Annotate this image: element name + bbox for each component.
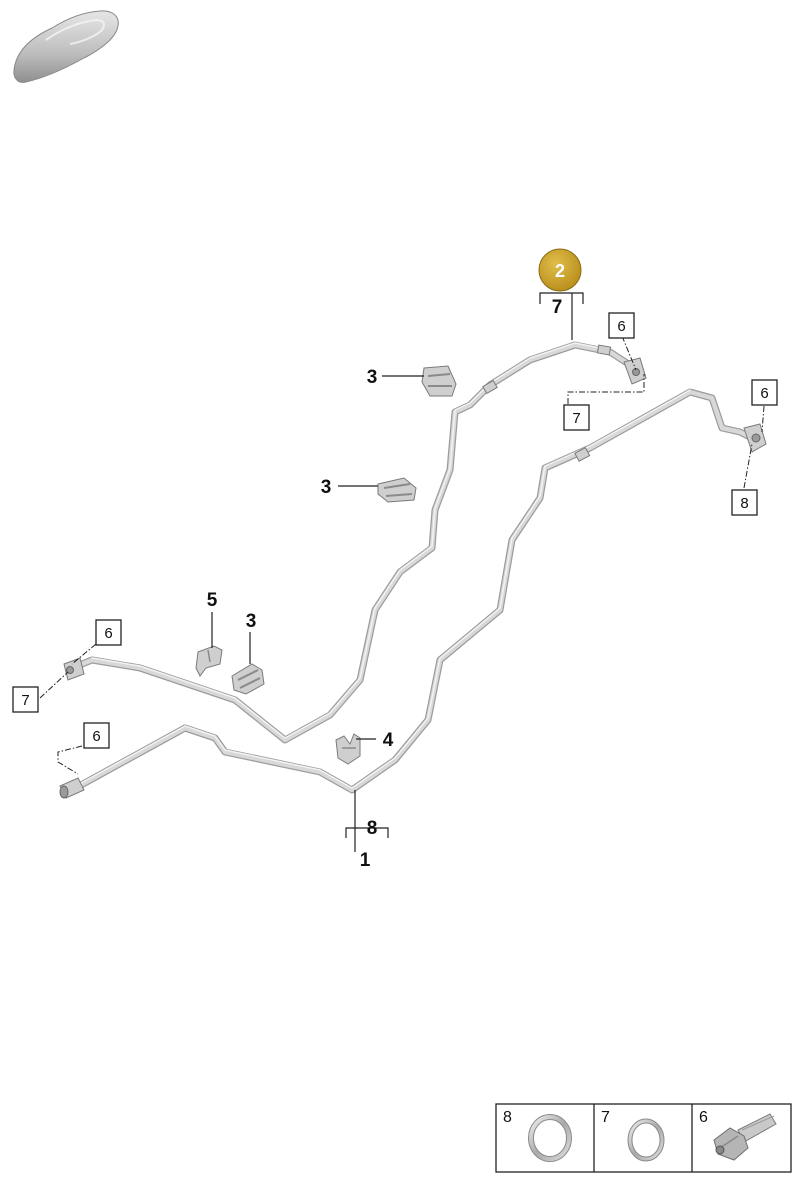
car-silhouette-icon (13, 10, 119, 83)
svg-text:6: 6 (760, 385, 768, 402)
box-6-left[interactable]: 6 (95, 619, 122, 646)
parts-legend: 8 7 6 (495, 1103, 792, 1173)
leader-lines (39, 292, 765, 852)
badge-label: 2 (555, 261, 565, 281)
svg-text:8: 8 (503, 1109, 512, 1126)
clip-3-middle (377, 477, 417, 503)
box-7-top[interactable]: 7 (563, 404, 590, 431)
legend-cell-7[interactable]: 7 (601, 1109, 665, 1162)
bracket-4 (335, 733, 361, 765)
legend-cell-6[interactable]: 6 (699, 1109, 777, 1161)
clip-3-upper (421, 365, 457, 397)
svg-text:6: 6 (92, 728, 100, 745)
callout-8-group: 8 (367, 818, 378, 839)
bracket-5 (195, 645, 223, 677)
legend-cell-8[interactable]: 8 (503, 1109, 572, 1162)
svg-text:6: 6 (104, 625, 112, 642)
box-6-bottom[interactable]: 6 (83, 722, 110, 749)
callout-3-middle: 3 (321, 477, 332, 498)
callout-7-group: 7 (552, 297, 563, 318)
pipe-end-fitting-right (743, 423, 767, 453)
callout-5: 5 (207, 590, 218, 611)
svg-text:8: 8 (740, 495, 748, 512)
pipe-fitting-top-right (623, 357, 647, 385)
svg-text:7: 7 (21, 692, 29, 709)
box-8-right[interactable]: 8 (731, 489, 758, 516)
callout-1: 1 (360, 850, 371, 871)
svg-text:6: 6 (617, 318, 625, 335)
svg-text:7: 7 (572, 410, 580, 427)
part-2-badge[interactable]: 2 (538, 248, 582, 292)
lower-refrigerant-line (59, 388, 767, 799)
box-7-left[interactable]: 7 (12, 686, 39, 713)
box-6-right[interactable]: 6 (751, 379, 778, 406)
o-ring-icon (528, 1114, 572, 1162)
box-6-top[interactable]: 6 (608, 312, 635, 339)
o-ring-icon (627, 1118, 665, 1162)
pipe-end-fitting-left (59, 777, 85, 799)
svg-text:7: 7 (601, 1109, 610, 1126)
clip-3-lower (231, 663, 265, 695)
upper-refrigerant-line (63, 341, 647, 744)
pipe-fitting-left (63, 657, 85, 681)
bolt-icon (713, 1113, 777, 1161)
callout-3-lower: 3 (246, 611, 257, 632)
callout-4: 4 (383, 730, 394, 751)
svg-text:6: 6 (699, 1109, 708, 1126)
callout-3-upper: 3 (367, 367, 378, 388)
